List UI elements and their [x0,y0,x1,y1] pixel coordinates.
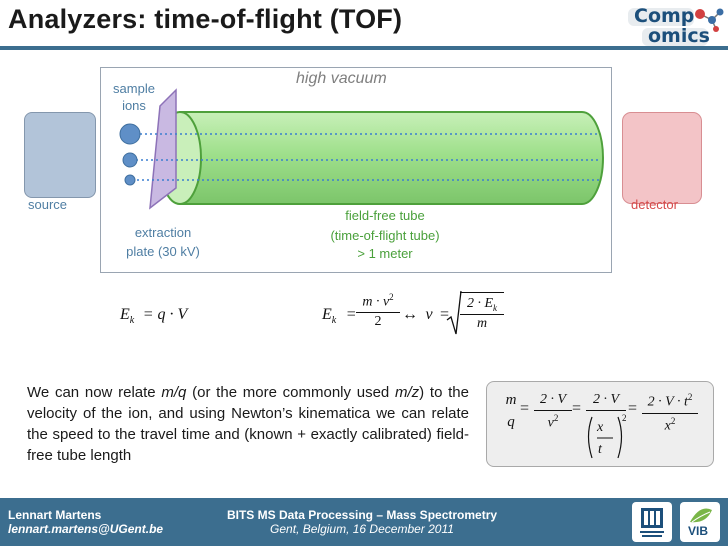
eq3-inner-x: x [597,420,604,435]
extraction-label-line1: extraction [134,225,192,240]
ion-medium [122,152,138,168]
eq2-equals: = [346,306,356,323]
eq1-rhs: = q · V [142,306,188,323]
equation-velocity-right: ↔ v = [402,306,449,324]
logo-box-top [628,8,694,26]
explanation-paragraph: We can now relate m/q (or the more commo… [27,384,469,464]
tof-diagram [119,88,604,210]
vib-logo-text: VIB [688,524,709,538]
eq2-numerator: m · v2 [356,292,400,313]
tube-label-line3: > 1 meter [357,246,413,261]
eq2-arrow: ↔ [402,306,418,323]
ugent-crest-icon [640,508,664,537]
tube-label-line2: (time-of-flight tube) [330,228,440,243]
eq2-sub: k [331,315,337,327]
sqrt-sign [446,290,462,335]
equation-kinetic-energy: Ek = q · V [120,306,187,326]
molecule-icon [695,8,724,32]
ugent-logo [632,502,672,542]
eq3-equals-3: = [628,400,638,417]
ion-large [119,123,141,145]
logo-text-comp: Comp [634,5,695,27]
source-box [24,112,96,198]
detector-label: detector [631,197,678,212]
eq3-frac-3: 2 · V · t2 x2 [642,392,698,434]
eq3-inner-t: t [598,442,602,457]
eq1-lhs: E [120,306,130,323]
eq2-denominator: 2 [374,313,382,329]
footer-author: Lennart Martens [8,508,102,522]
eq3-parentheses [587,416,623,459]
source-label: source [28,197,68,212]
sample-ions-label: sample ions [104,80,164,114]
formula-box [486,381,714,467]
eq3-frac-2: 2 · V [586,392,626,411]
eq3-equals-2: = [572,400,582,417]
eq2-sqrt-fraction: 2 · Ek m [460,292,504,332]
vib-logo: VIB [680,502,720,542]
eq2-fraction: m · v2 2 [356,292,400,330]
paragraph-mz: m/z [395,384,420,401]
eq3-mq: m q [505,392,517,430]
equation-velocity-left: Ek = [322,306,356,326]
field-free-tube [179,111,604,205]
eq2-sqrt-numerator: 2 · Ek [460,293,504,315]
footer-course: BITS MS Data Processing – Mass Spectrome… [226,508,498,522]
vib-leaf-icon [690,508,712,523]
footer-email: lennart.martens@UGent.be [8,522,164,536]
eq3-equals-1: = [520,400,530,417]
vacuum-label: high vacuum [296,70,387,87]
logo-text-omics: omics [648,25,710,47]
eq1-sub: k [129,315,135,327]
title-rule [0,46,728,50]
extraction-plate [149,88,177,210]
sample-label-line1: sample [113,81,155,96]
eq2-equals-2: = [440,306,450,323]
compomics-logo: Comp omics [628,5,724,47]
eq2-sqrt-denominator: m [476,315,488,331]
footer-bar [0,498,728,546]
ion-small [124,174,136,186]
slide-title: Analyzers: time-of-flight (TOF) [8,4,403,34]
paragraph-mq: m/q [161,384,187,401]
eq3-inner-sup: 2 [622,413,627,423]
eq3-frac-1: 2 · V v2 [534,392,572,432]
sample-label-line2: ions [122,98,146,113]
eq2-lhs: E [322,306,332,323]
tube-label-line1: field-free tube [345,208,425,223]
detector-box [622,112,702,204]
extraction-label-line2: plate (30 kV) [126,244,200,259]
logo-box-bottom [642,28,708,46]
footer-place-date: Gent, Belgium, 16 December 2011 [270,522,454,536]
eq2-v: v [425,306,433,323]
